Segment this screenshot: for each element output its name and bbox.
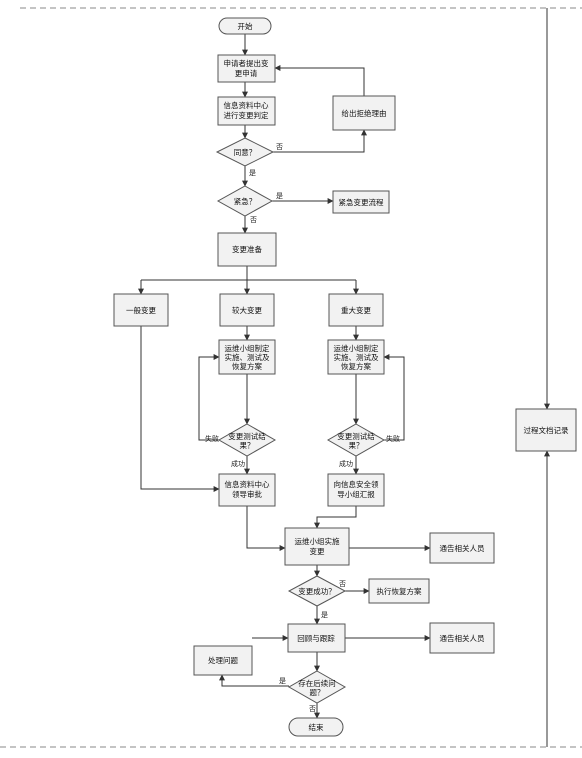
major-change-box: 重大变更 bbox=[328, 293, 384, 327]
test-result-decision-larger: 变更测试结 果？ bbox=[217, 423, 277, 457]
notify-box-1: 通告相关人员 bbox=[429, 532, 495, 564]
svg-text:信息资料中心: 信息资料中心 bbox=[225, 479, 270, 489]
label-urgent-no: 否 bbox=[250, 216, 257, 224]
svg-text:紧急变更流程: 紧急变更流程 bbox=[339, 197, 384, 207]
label-agree-no: 否 bbox=[276, 143, 283, 151]
svg-text:变更测试结: 变更测试结 bbox=[337, 431, 375, 441]
svg-text:实施、测试及: 实施、测试及 bbox=[334, 352, 379, 362]
review-track-box: 回顾与跟踪 bbox=[287, 623, 346, 653]
svg-text:执行恢复方案: 执行恢复方案 bbox=[377, 586, 422, 596]
label-success-yes: 是 bbox=[321, 611, 328, 619]
edge-labels: 否 是 是 否 失败 成功 失败 成功 否 是 是 否 bbox=[205, 143, 400, 713]
leader-approval-box: 信息资料中心 领导审批 bbox=[218, 473, 276, 507]
svg-text:实施、测试及: 实施、测试及 bbox=[225, 352, 270, 362]
svg-text:同意？: 同意？ bbox=[234, 147, 257, 157]
plan-box-major: 运维小组制定 实施、测试及 恢复方案 bbox=[327, 339, 385, 375]
success-decision: 变更成功？ bbox=[287, 575, 347, 607]
svg-text:果？: 果？ bbox=[240, 441, 255, 450]
svg-text:信息资料中心: 信息资料中心 bbox=[224, 100, 269, 110]
svg-text:回顾与跟踪: 回顾与跟踪 bbox=[297, 633, 335, 643]
svg-text:一般变更: 一般变更 bbox=[126, 305, 156, 315]
submit-request-box: 申请者提出变 更申请 bbox=[217, 54, 276, 83]
svg-text:存在后续问: 存在后续问 bbox=[298, 678, 336, 688]
change-prepare-box: 变更准备 bbox=[217, 232, 277, 267]
label-test1-ok: 成功 bbox=[231, 459, 245, 468]
process-record-box: 过程文档记录 bbox=[515, 408, 577, 452]
plan-box-larger: 运维小组制定 实施、测试及 恢复方案 bbox=[218, 339, 276, 375]
general-change-box: 一般变更 bbox=[113, 293, 169, 327]
svg-text:开始: 开始 bbox=[238, 21, 253, 31]
end-node: 结束 bbox=[288, 717, 344, 737]
svg-text:重大变更: 重大变更 bbox=[341, 305, 371, 315]
label-success-no: 否 bbox=[339, 580, 346, 588]
handle-problem-box: 处理问题 bbox=[193, 645, 253, 676]
emergency-change-box: 紧急变更流程 bbox=[332, 190, 390, 214]
svg-text:更申请: 更申请 bbox=[235, 68, 258, 78]
label-test2-ok: 成功 bbox=[339, 459, 353, 468]
report-security-box: 向信息安全领 导小组汇报 bbox=[327, 473, 385, 507]
followup-decision: 存在后续问 题？ bbox=[287, 670, 347, 704]
label-agree-yes: 是 bbox=[249, 169, 256, 177]
svg-text:变更准备: 变更准备 bbox=[232, 244, 262, 254]
svg-text:变更测试结: 变更测试结 bbox=[228, 431, 266, 441]
svg-text:恢复方案: 恢复方案 bbox=[341, 361, 371, 371]
label-followup-yes: 是 bbox=[279, 677, 286, 685]
svg-text:题？: 题？ bbox=[310, 688, 325, 697]
implement-change-box: 运维小组实施 变更 bbox=[284, 527, 350, 566]
svg-text:过程文档记录: 过程文档记录 bbox=[524, 425, 569, 435]
label-test2-fail: 失败 bbox=[386, 434, 400, 443]
svg-text:较大变更: 较大变更 bbox=[232, 305, 262, 315]
svg-text:给出拒绝理由: 给出拒绝理由 bbox=[342, 108, 387, 118]
svg-text:恢复方案: 恢复方案 bbox=[232, 361, 262, 371]
edges bbox=[138, 8, 550, 747]
svg-text:果？: 果？ bbox=[349, 441, 364, 450]
start-node: 开始 bbox=[218, 17, 272, 35]
svg-text:紧急？: 紧急？ bbox=[234, 196, 257, 206]
svg-text:申请者提出变: 申请者提出变 bbox=[224, 58, 269, 68]
svg-text:结束: 结束 bbox=[309, 722, 324, 732]
larger-change-box: 较大变更 bbox=[219, 293, 275, 327]
svg-text:变更: 变更 bbox=[310, 546, 325, 556]
reject-reason-box: 给出拒绝理由 bbox=[332, 95, 396, 131]
svg-text:进行变更判定: 进行变更判定 bbox=[224, 110, 269, 120]
svg-text:通告相关人员: 通告相关人员 bbox=[440, 543, 485, 553]
svg-text:运维小组制定: 运维小组制定 bbox=[225, 343, 270, 353]
test-result-decision-major: 变更测试结 果？ bbox=[326, 423, 386, 457]
label-followup-no: 否 bbox=[309, 705, 316, 713]
svg-text:处理问题: 处理问题 bbox=[208, 655, 238, 665]
svg-text:运维小组制定: 运维小组制定 bbox=[334, 343, 379, 353]
svg-text:导小组汇报: 导小组汇报 bbox=[337, 489, 375, 499]
svg-text:向信息安全领: 向信息安全领 bbox=[334, 479, 379, 489]
change-judgement-box: 信息资料中心 进行变更判定 bbox=[217, 96, 276, 126]
urgent-decision: 紧急？ bbox=[216, 185, 274, 217]
label-test1-fail: 失败 bbox=[205, 434, 219, 443]
svg-text:变更成功？: 变更成功？ bbox=[298, 586, 336, 596]
restore-plan-box: 执行恢复方案 bbox=[368, 578, 430, 604]
svg-text:运维小组实施: 运维小组实施 bbox=[295, 536, 340, 546]
notify-box-2: 通告相关人员 bbox=[429, 622, 495, 654]
agree-decision: 同意？ bbox=[215, 137, 275, 167]
svg-text:通告相关人员: 通告相关人员 bbox=[440, 633, 485, 643]
svg-text:领导审批: 领导审批 bbox=[232, 489, 262, 499]
label-urgent-yes: 是 bbox=[276, 192, 283, 200]
